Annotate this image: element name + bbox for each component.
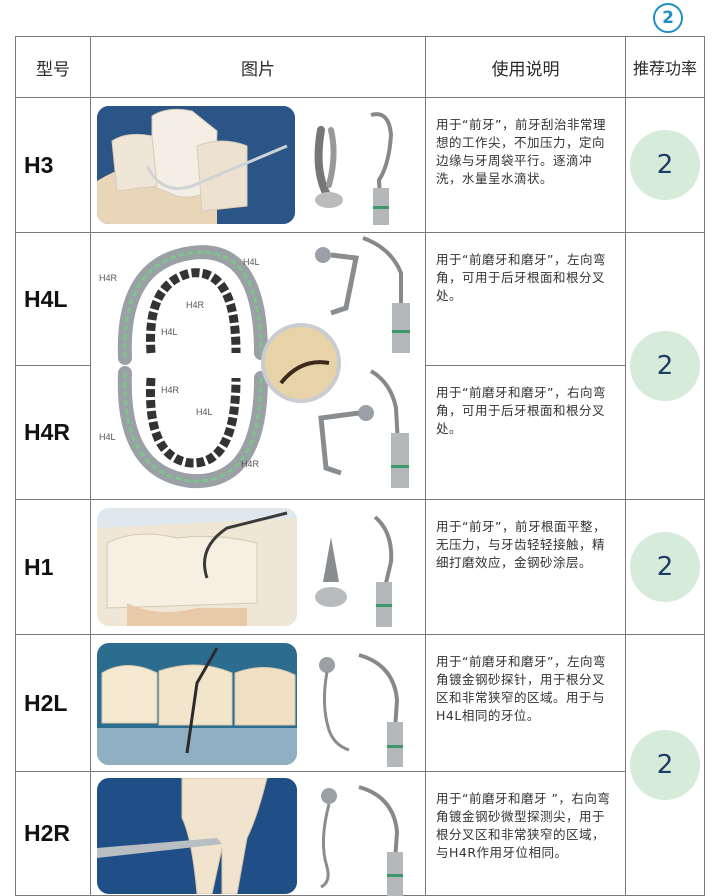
product-table: 型号 图片 使用说明 推荐功率 H3: [15, 36, 705, 896]
label-h4l: H4L: [196, 407, 213, 417]
usage-text: 用于“前磨牙和磨牙”，左向弯角，可用于后牙根面和根分叉处。: [425, 232, 626, 366]
table-row: H4R 用于“前磨牙和磨牙”，右向弯角，可用于后牙根面和根分叉处。: [15, 365, 705, 500]
page-number: 2: [653, 3, 683, 33]
label-h4r: H4R: [186, 300, 205, 310]
label-h4r: H4R: [241, 459, 260, 469]
table-row: H3 用于“前牙”，前牙刮治非常理想的工: [15, 97, 705, 233]
tooth-photo: [97, 643, 297, 765]
model-cell: H3: [15, 97, 91, 233]
model-cell: H2R: [15, 771, 91, 896]
furcation-photo: [97, 643, 297, 765]
model-cell: H4R: [15, 365, 91, 500]
power-cell: 2: [625, 634, 705, 896]
tip-images: [314, 112, 394, 225]
label-h4r: H4R: [161, 385, 180, 395]
model-cell: H4L: [15, 232, 91, 366]
power-badge: 2: [630, 532, 700, 602]
header-model: 型号: [15, 36, 91, 98]
picture-cell: H4R H4L H4R H4L H4R H4L H4L H4R: [90, 232, 426, 500]
picture-cell: [90, 771, 426, 896]
power-badge: 2: [630, 130, 700, 200]
model-cell: H2L: [15, 634, 91, 772]
usage-text: 用于“前磨牙和磨牙”，右向弯角，可用于后牙根面和根分叉处。: [425, 365, 626, 500]
header-power: 推荐功率: [625, 36, 705, 98]
label-h4r: H4R: [99, 273, 118, 283]
table-row: H2L 用于“前磨牙和磨牙”，左向弯角镀金钢砂探针，用于根: [15, 634, 705, 896]
power-badge: 2: [630, 331, 700, 401]
usage-text: 用于“前牙”，前牙刮治非常理想的工作尖，不加压力，定向边缘与牙周袋平行。逐滴冲洗…: [425, 97, 626, 233]
power-cell: 2: [625, 97, 705, 233]
model-cell: H1: [15, 499, 91, 635]
power-badge: 2: [630, 730, 700, 800]
tooth-photo: [97, 508, 297, 626]
tooth-photo: [97, 778, 297, 894]
power-cell: 2: [625, 499, 705, 635]
usage-text: 用于“前牙”，前牙根面平整，无压力，与牙齿轻轻接触，精细打磨效应，金钢砂涂层。: [425, 499, 626, 635]
label-h4l: H4L: [243, 257, 260, 267]
power-cell: 2: [625, 232, 705, 500]
dental-arch-diagram: H4R H4L H4R H4L H4R H4L H4L H4R: [99, 236, 410, 489]
picture-cell: [90, 499, 426, 635]
tip-images: [319, 653, 403, 767]
table-row: H4L H4R H4L H4R H4L H4R H4L H4L H4R: [15, 232, 705, 500]
table-row: H1 用于“前牙”，前牙根面平整，无压力，与牙齿轻轻接触，精细打磨效应，金钢砂涂: [15, 499, 705, 635]
label-h4l: H4L: [99, 432, 116, 442]
usage-text: 用于“前磨牙和磨牙 ”，右向弯角镀金钢砂微型探测尖，用于根分叉区和非常狭窄的区域…: [425, 771, 626, 896]
table-row: H2R 用于“前磨牙和磨牙 ”，右向弯角镀金钢砂微型探测尖，用于根分叉区和非常狭…: [15, 771, 705, 896]
header-usage: 使用说明: [425, 36, 626, 98]
molar-root-photo: [97, 778, 297, 894]
tip-images: [315, 515, 394, 627]
header-row: 型号 图片 使用说明 推荐功率: [15, 36, 705, 98]
picture-cell: [90, 97, 426, 233]
usage-text: 用于“前磨牙和磨牙”，左向弯角镀金钢砂探针，用于根分叉区和非常狭窄的区域。用于与…: [425, 634, 626, 772]
header-picture: 图片: [90, 36, 426, 98]
scaling-photo: [97, 106, 295, 224]
root-planing-photo: [97, 508, 297, 626]
tooth-photo: [97, 106, 295, 224]
label-h4l: H4L: [161, 327, 178, 337]
tip-images: [320, 785, 403, 896]
picture-cell: [90, 634, 426, 772]
